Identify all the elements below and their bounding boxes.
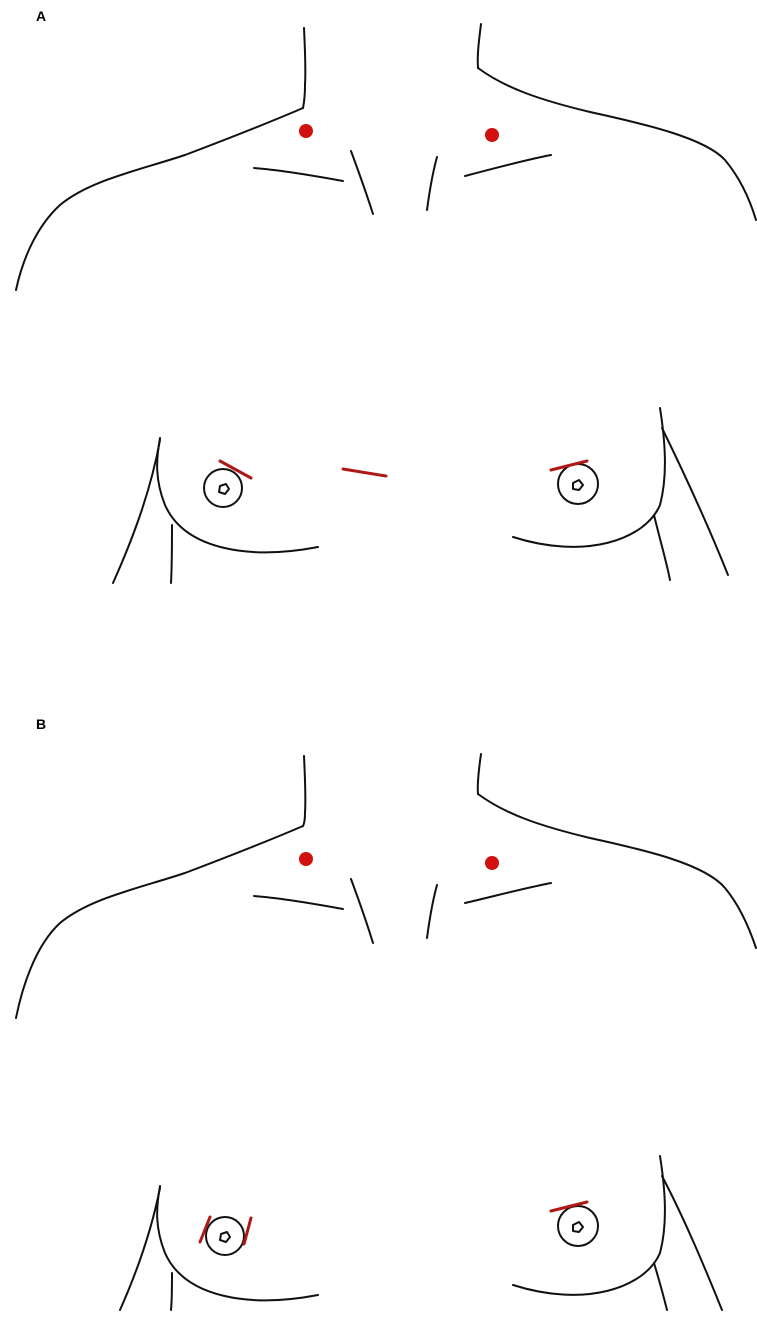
right-sternal-line bbox=[427, 885, 437, 938]
right-breast-outline bbox=[157, 438, 318, 552]
left-periareolar-incision bbox=[551, 461, 587, 470]
left-sternal-line bbox=[351, 879, 373, 943]
right-areola bbox=[206, 1217, 244, 1255]
neck-left-line bbox=[303, 28, 305, 108]
right-nipple bbox=[220, 1232, 230, 1242]
left-flank-inner bbox=[654, 1263, 667, 1310]
neck-right-line bbox=[478, 754, 481, 794]
right-areola-lateral-incision-inner bbox=[200, 1217, 210, 1242]
right-sternal-line bbox=[427, 157, 437, 210]
left-nipple bbox=[573, 1222, 583, 1232]
right-shoulder-line bbox=[478, 794, 756, 948]
parasternal-incision bbox=[343, 469, 386, 476]
right-shoulder-line bbox=[478, 68, 756, 220]
torso-diagram-a bbox=[0, 0, 757, 620]
right-supraclavicular-dot bbox=[485, 856, 499, 870]
right-flank-outer bbox=[113, 440, 160, 583]
right-clavicle-line bbox=[465, 883, 551, 903]
left-breast-outline bbox=[513, 408, 665, 547]
left-supraclavicular-dot bbox=[299, 852, 313, 866]
right-flank-inner bbox=[171, 525, 172, 583]
right-areola-lateral-incision-outer bbox=[244, 1218, 251, 1244]
left-areola bbox=[558, 1206, 598, 1246]
neck-left-line bbox=[303, 756, 305, 826]
left-shoulder-line bbox=[16, 826, 303, 1018]
neck-right-line bbox=[478, 24, 481, 68]
panel-a: A bbox=[0, 0, 757, 620]
panel-b: B bbox=[0, 708, 757, 1328]
left-nipple bbox=[573, 480, 583, 490]
right-flank-outer bbox=[120, 1188, 160, 1310]
right-clavicle-line bbox=[465, 155, 551, 176]
left-sternal-line bbox=[351, 151, 373, 214]
right-breast-outline bbox=[157, 1186, 318, 1300]
left-flank-inner bbox=[654, 515, 670, 580]
left-shoulder-line bbox=[16, 108, 303, 290]
right-nipple bbox=[219, 484, 229, 494]
left-supraclavicular-dot bbox=[299, 124, 313, 138]
left-areola bbox=[558, 464, 598, 504]
right-supraclavicular-dot bbox=[485, 128, 499, 142]
left-clavicle-line bbox=[254, 896, 343, 909]
left-flank-outer bbox=[662, 428, 728, 575]
torso-diagram-b bbox=[0, 708, 757, 1328]
right-areola bbox=[204, 469, 242, 507]
left-breast-outline bbox=[513, 1156, 665, 1295]
left-clavicle-line bbox=[254, 168, 343, 181]
right-flank-inner bbox=[171, 1273, 172, 1310]
left-flank-outer bbox=[662, 1176, 722, 1310]
